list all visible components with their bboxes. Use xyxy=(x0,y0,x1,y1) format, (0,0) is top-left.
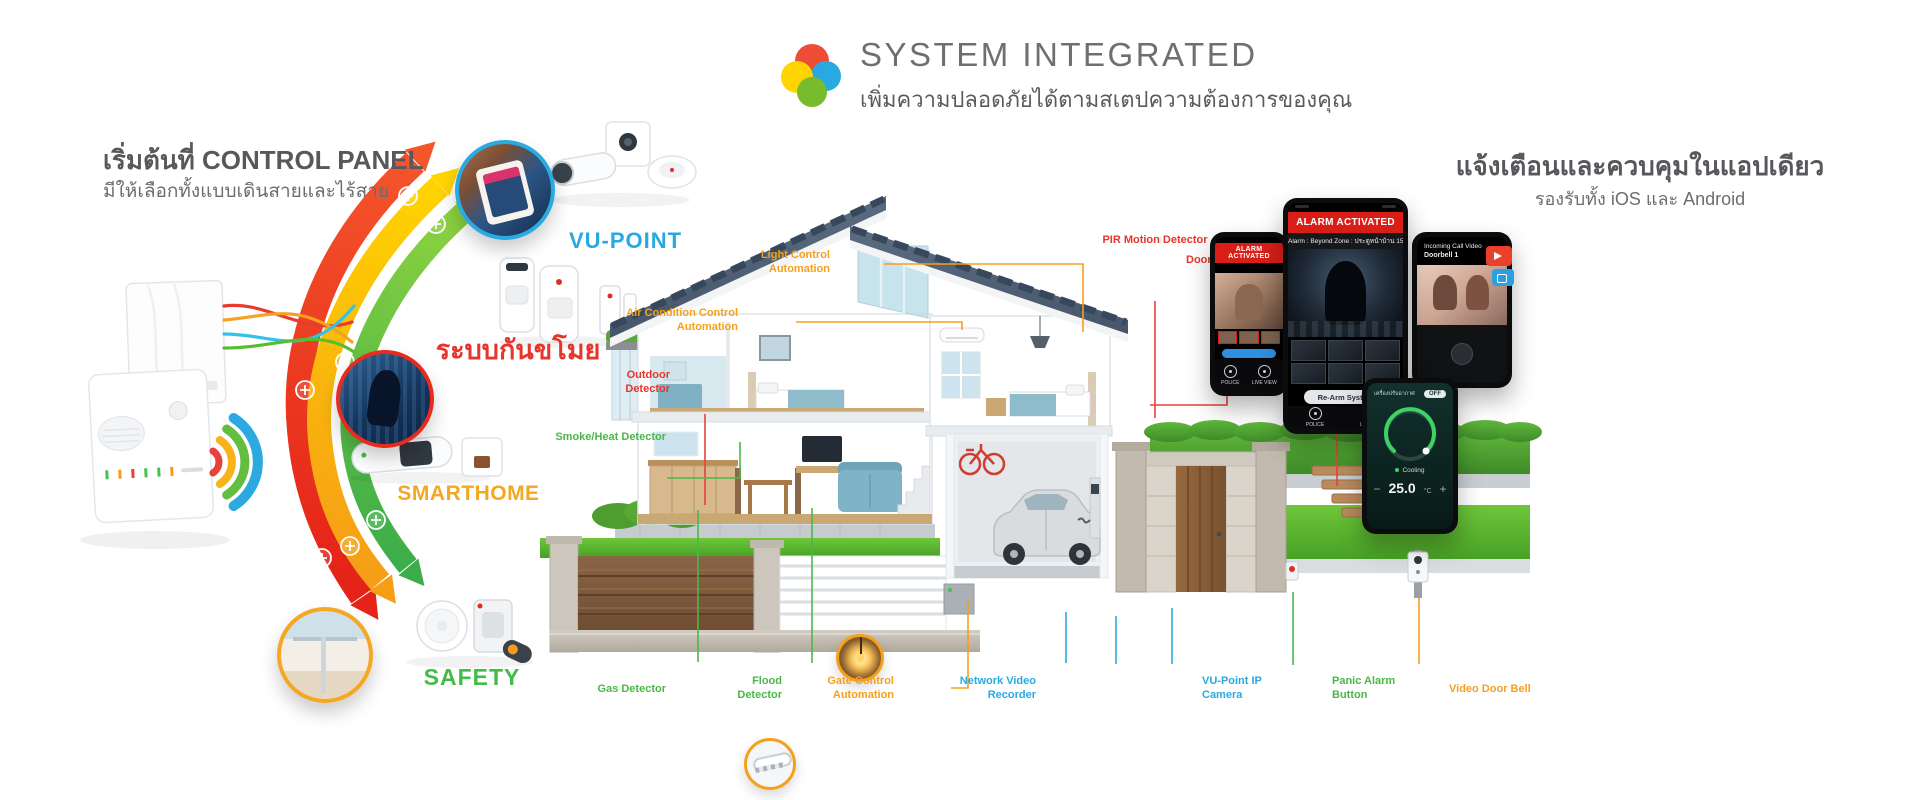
callout-label-gas-detector: Gas Detector xyxy=(597,683,666,695)
right-section-title: แจ้งเตือนและควบคุมในแอปเดียว xyxy=(1455,151,1825,181)
wifi-icon xyxy=(209,413,263,511)
page-subtitle: เพิ่มความปลอดภัยได้ตามสเตปความต้องการของ… xyxy=(860,87,1353,112)
car xyxy=(993,489,1101,565)
alarm-action-button xyxy=(1221,349,1277,358)
hub-photo-smarthome xyxy=(277,607,373,703)
thermostat-power-toggle: OFF xyxy=(1424,390,1446,398)
callout-label-ip-camera: VU-Point IP Camera xyxy=(1202,675,1262,702)
incoming-call-text: Incoming Call Video Doorbell 1 xyxy=(1417,237,1507,265)
alarm-banner: ALARM ACTIVATED xyxy=(1215,243,1283,263)
hub-label-burglar-alarm: ระบบกันขโมย xyxy=(435,335,601,365)
thermostat-device-name: เครื่องปรับอากาศ xyxy=(1374,391,1415,397)
safety-devices xyxy=(406,599,534,668)
page-title: SYSTEM INTEGRATED xyxy=(860,36,1258,73)
hub-label-smarthome: SMARTHOME xyxy=(397,482,540,505)
panic-button-device xyxy=(1285,561,1299,581)
callout-label-pir-motion: PIR Motion Detector xyxy=(1102,234,1208,246)
callout-label-video-doorbell: Video Door Bell xyxy=(1449,683,1531,695)
callout-label-smoke-heat: Smoke/Heat Detector xyxy=(555,431,666,443)
callout-label-flood-detector: Flood Detector xyxy=(737,675,782,702)
callout-label-panic-button: Panic Alarm Button xyxy=(1332,675,1396,702)
temp-increase: + xyxy=(1439,482,1447,496)
police-icon xyxy=(1223,364,1237,378)
thermostat-mode: Cooling xyxy=(1367,467,1453,474)
callout-label-nvr: Network Video Recorder xyxy=(959,675,1036,702)
thermostat-temperature: − 25.0 °C + xyxy=(1367,480,1453,496)
alarm-banner: ALARM ACTIVATED xyxy=(1288,212,1403,233)
hub-photo-vu-point xyxy=(455,140,555,240)
temp-decrease: − xyxy=(1373,482,1381,496)
callout-label-light-control: Light Control Automation xyxy=(760,249,830,276)
alarm-timestamp xyxy=(1215,263,1283,273)
footer-label: POLICE xyxy=(1305,422,1325,428)
hub-photo-burglar xyxy=(336,350,434,448)
call-line1: Incoming Call Video xyxy=(1424,243,1482,250)
alarm-snapshot xyxy=(1215,273,1283,329)
callout-photo-air-condition xyxy=(744,738,796,790)
live-view-icon xyxy=(1257,364,1271,378)
thermostat-dial xyxy=(1380,405,1440,465)
alarm-thumbnails xyxy=(1215,329,1283,346)
ev-charger xyxy=(1077,477,1101,539)
burglar-devices xyxy=(498,257,637,348)
phone-thermostat: เครื่องปรับอากาศ OFF Cooling − 25.0 °C + xyxy=(1362,378,1458,534)
brand-logo-icon xyxy=(781,44,841,107)
video-call-icon xyxy=(1486,246,1512,266)
microphone-icon xyxy=(1451,342,1473,365)
temp-value: 25.0 xyxy=(1388,480,1416,496)
wires xyxy=(222,303,356,354)
alarm-zone-info: Alarm : Beyond Zone : ประตูหน้าบ้าน 15:0… xyxy=(1288,233,1403,249)
chat-icon xyxy=(1492,269,1514,286)
call-line2: Doorbell 1 xyxy=(1424,252,1459,260)
footer-label: POLICE xyxy=(1221,379,1240,386)
bicycle xyxy=(958,444,1006,476)
alarm-snapshot xyxy=(1288,249,1403,337)
callout-label-outdoor-detector: Outdoor Detector xyxy=(625,369,670,396)
callout-photo-light-control xyxy=(836,634,884,682)
video-doorbell-device xyxy=(1407,550,1429,598)
control-panel xyxy=(80,279,356,549)
hub-label-vu-point: VU-POINT xyxy=(568,228,683,253)
footer-label: LIVE VIEW xyxy=(1251,379,1277,386)
vu-point-devices xyxy=(550,121,697,207)
callout-label-gate-control: Gate Control Automation xyxy=(827,675,894,702)
temp-unit: °C xyxy=(1423,488,1432,495)
right-section-subtitle: รองรับทั้ง iOS และ Android xyxy=(1534,189,1746,209)
left-section-subtitle: มีให้เลือกทั้งแบบเดินสายและไร้สาย xyxy=(103,181,390,202)
callout-label-air-condition: Air Condition Control Automation xyxy=(626,307,738,334)
left-section-title: เริ่มต้นที่ CONTROL PANEL xyxy=(103,145,424,175)
phone-alarm-small: ALARM ACTIVATED POLICE LIVE VIEW xyxy=(1210,232,1288,396)
hub-label-safety: SAFETY xyxy=(423,664,521,690)
police-icon xyxy=(1308,407,1322,420)
